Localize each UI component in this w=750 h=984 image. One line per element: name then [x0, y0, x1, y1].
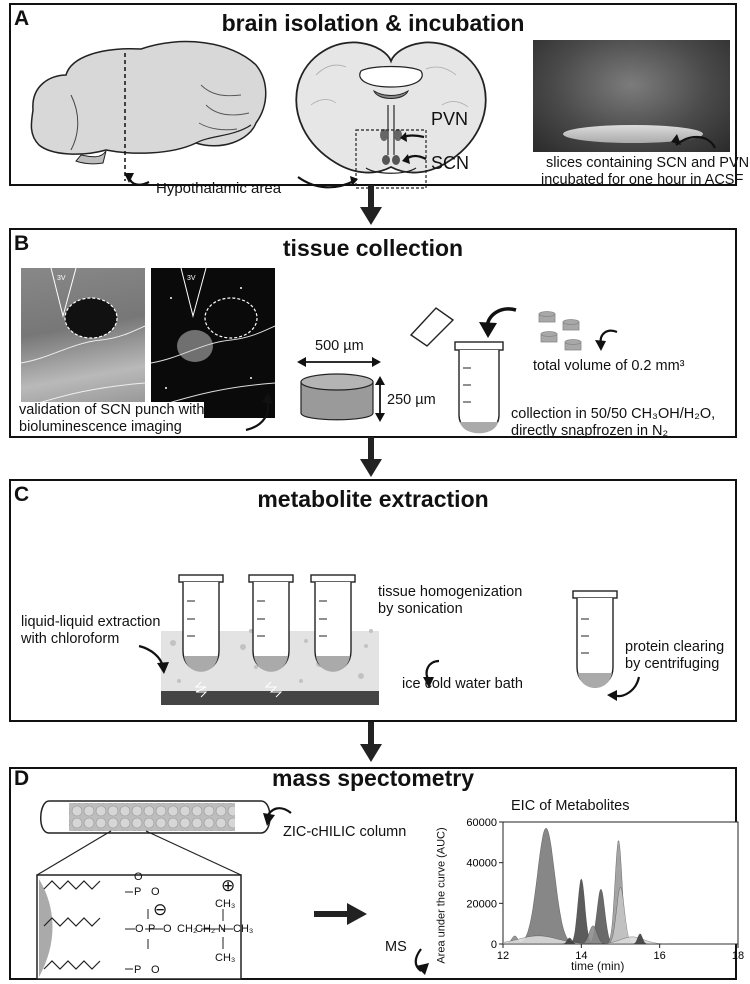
extraction-drawing — [138, 574, 641, 705]
label-hypothalamic-area: Hypothalamic area — [156, 180, 282, 197]
label-pvn: PVN — [431, 109, 469, 129]
label-collection-line1: collection in 50/50 CH₃OH/H₂O, — [511, 406, 716, 422]
atom-p2: P — [148, 923, 156, 935]
slice-photo — [533, 40, 730, 152]
third-ventricle-label-2: 3V — [187, 275, 196, 282]
eic-chart: 12 14 16 18 0 20000 40000 60000 — [466, 817, 744, 962]
atom-ch2-a: CH₂ — [177, 923, 198, 935]
chart-ylabel: Area under the curve (AUC) — [435, 827, 448, 964]
punch-drawing — [245, 307, 618, 434]
column-drawing — [36, 800, 429, 980]
plus-charge: ⊕ — [221, 876, 236, 895]
panel-b: B tissue collection 3V 3V validation of … — [9, 228, 737, 439]
panel-label-c: C — [14, 483, 30, 506]
coronal-slice-drawing — [295, 41, 487, 189]
label-slices-line1: slices containing SCN and PVN — [546, 155, 750, 171]
panel-title-c: metabolite extraction — [257, 486, 489, 512]
label-slices-line2: incubated for one hour in ACSF — [541, 172, 744, 188]
minus-charge: ⊖ — [153, 900, 168, 919]
label-clearing-line2: by centrifuging — [625, 656, 720, 672]
panel-d: D mass spectometry — [9, 765, 744, 980]
chart-xlabel: time (min) — [571, 959, 625, 973]
label-homog-line1: tissue homogenization — [378, 584, 523, 600]
label-validation-line2: bioluminescence imaging — [19, 419, 182, 435]
atom-o5: O — [151, 964, 160, 976]
panel-label-a: A — [14, 7, 30, 30]
y-tick-label-0: 0 — [491, 939, 497, 951]
slice-arrow — [671, 134, 716, 149]
atom-o2: O — [151, 886, 160, 898]
atom-ch3-right: CH₃ — [233, 923, 254, 935]
panel-c: C metabolite extraction — [9, 479, 737, 722]
panel-label-b: B — [14, 232, 30, 255]
series-area-8 — [503, 933, 738, 945]
flow-arrow-c-d — [360, 722, 382, 762]
atom-ch3-bottom: CH₃ — [215, 952, 236, 964]
tube-group — [178, 574, 618, 698]
atom-o4: O — [163, 923, 172, 935]
label-clearing-line1: protein clearing — [625, 639, 725, 655]
flow-arrow-b-c — [360, 437, 382, 477]
y-tick-label-20000: 20000 — [466, 898, 497, 910]
y-tick-label-40000: 40000 — [466, 858, 497, 870]
label-scn: SCN — [431, 153, 470, 173]
atom-p3: P — [134, 964, 142, 976]
label-ms: MS — [385, 939, 407, 955]
x-tick-label-16: 16 — [654, 950, 666, 962]
label-height: 250 µm — [387, 392, 436, 408]
label-collection-line2: directly snapfrozen in N₂ — [511, 423, 669, 439]
label-homog-line2: by sonication — [378, 601, 463, 617]
brightfield-photo: 3V — [20, 267, 146, 418]
label-lle-line2: with chloroform — [21, 631, 120, 647]
label-lle-line1: liquid-liquid extraction — [21, 614, 161, 630]
label-validation-line1: validation of SCN punch with — [19, 402, 205, 419]
atom-ch3-top: CH₃ — [215, 898, 236, 910]
label-total-volume: total volume of 0.2 mm³ — [533, 358, 685, 374]
flow-arrow-a-b — [360, 185, 382, 225]
label-width: 500 µm — [315, 338, 364, 354]
label-bath: ice cold water bath — [402, 676, 523, 692]
panel-title-d: mass spectometry — [272, 765, 474, 791]
panel-label-d: D — [14, 767, 30, 790]
y-tick-label-60000: 60000 — [466, 817, 497, 829]
sagittal-brain-drawing — [30, 40, 267, 186]
chart-title: EIC of Metabolites — [511, 798, 630, 814]
atom-o3: O — [135, 923, 144, 935]
panel-title-b: tissue collection — [282, 235, 464, 261]
atom-p1: P — [134, 886, 142, 898]
bioluminescence-photo: 3V — [150, 267, 276, 418]
atom-ch2-b: CH₂ — [195, 923, 216, 935]
x-tick-label-12: 12 — [497, 950, 509, 962]
third-ventricle-label: 3V — [57, 275, 66, 282]
label-column: ZIC-cHILIC column — [283, 824, 407, 840]
panel-title-a: brain isolation & incubation — [221, 10, 525, 36]
atom-n: N — [218, 923, 226, 935]
x-tick-label-18: 18 — [732, 950, 744, 962]
x-tick-label-14: 14 — [575, 950, 587, 962]
panel-a: A brain isolation & incubation PVN SCN H… — [9, 3, 749, 197]
atom-o1: O — [134, 871, 143, 883]
